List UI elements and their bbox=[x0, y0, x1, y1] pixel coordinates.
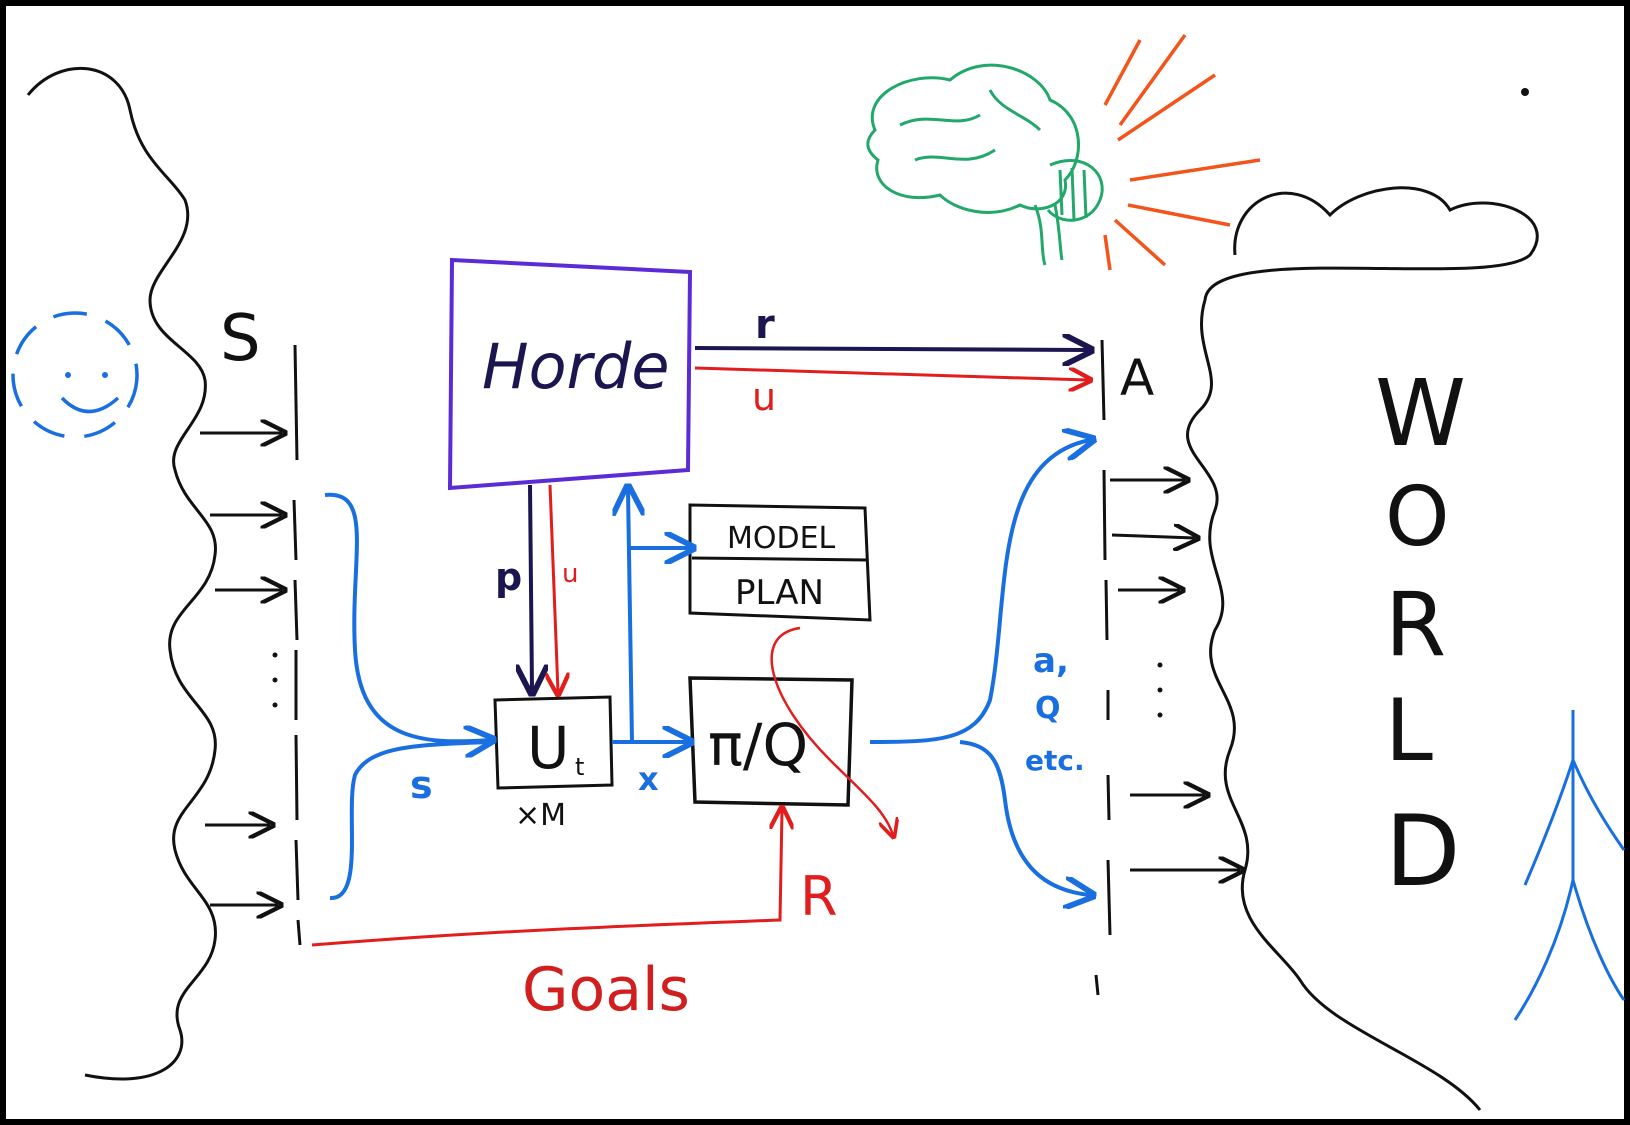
reward-label: R bbox=[800, 865, 838, 928]
model-plan-box bbox=[688, 503, 872, 622]
sensor-boundary-line bbox=[292, 344, 302, 946]
horde-box bbox=[447, 257, 693, 491]
world-letter-l: L bbox=[1385, 681, 1433, 781]
a-q-label-1: a, bbox=[1033, 641, 1069, 681]
model-label: MODEL bbox=[727, 521, 836, 556]
goals-label: Goals bbox=[522, 955, 690, 1025]
action-output-arrows bbox=[1110, 480, 1240, 870]
pi-q-label: π/Q bbox=[708, 711, 808, 779]
blue-branch-sketch bbox=[1513, 710, 1626, 1021]
state-label-s: S bbox=[220, 302, 261, 376]
feature-x-flows bbox=[612, 490, 690, 742]
u-arrow bbox=[694, 366, 1088, 380]
ut-label: U bbox=[527, 714, 569, 782]
u-down-label: u bbox=[562, 559, 578, 589]
board-surface bbox=[6, 6, 1624, 1119]
pi-q-box bbox=[688, 676, 854, 807]
world-letter-r: R bbox=[1385, 573, 1446, 676]
horde-label: Horde bbox=[482, 330, 670, 403]
policy-output-flows bbox=[869, 440, 1090, 895]
u-label-top: u bbox=[752, 375, 776, 419]
action-boundary-line bbox=[1094, 339, 1112, 996]
p-label: p bbox=[495, 555, 522, 599]
p-arrow bbox=[530, 484, 532, 690]
x-small-label: x bbox=[638, 760, 659, 798]
s-small-label: s bbox=[410, 763, 433, 807]
world-letter-w: W bbox=[1375, 360, 1466, 467]
dot-mark bbox=[1521, 88, 1529, 96]
r-label-top: r bbox=[755, 302, 775, 348]
plan-to-output-curve bbox=[770, 626, 893, 835]
blue-state-flows bbox=[324, 492, 490, 901]
world-cloud bbox=[1186, 186, 1539, 1111]
reward-flow bbox=[311, 810, 782, 947]
xm-label: ×M bbox=[515, 798, 566, 833]
a-q-label-2: Q bbox=[1035, 691, 1061, 726]
r-arrow bbox=[694, 348, 1088, 350]
ut-subscript: t bbox=[575, 753, 584, 781]
left-cloud-edge bbox=[26, 66, 217, 1081]
ut-box bbox=[493, 695, 614, 790]
action-label-a: A bbox=[1120, 349, 1154, 407]
u-down-arrow bbox=[550, 484, 558, 692]
world-label: W O R L D bbox=[1375, 360, 1466, 909]
world-letter-o: O bbox=[1385, 470, 1450, 565]
dashed-sensor-circle bbox=[11, 311, 139, 439]
plan-label: PLAN bbox=[735, 573, 824, 613]
a-q-label-3: etc. bbox=[1025, 744, 1085, 777]
brain-icon bbox=[866, 63, 1104, 266]
orange-rays bbox=[1103, 33, 1261, 271]
world-letter-d: D bbox=[1385, 795, 1460, 909]
sensor-input-arrows bbox=[200, 433, 282, 905]
